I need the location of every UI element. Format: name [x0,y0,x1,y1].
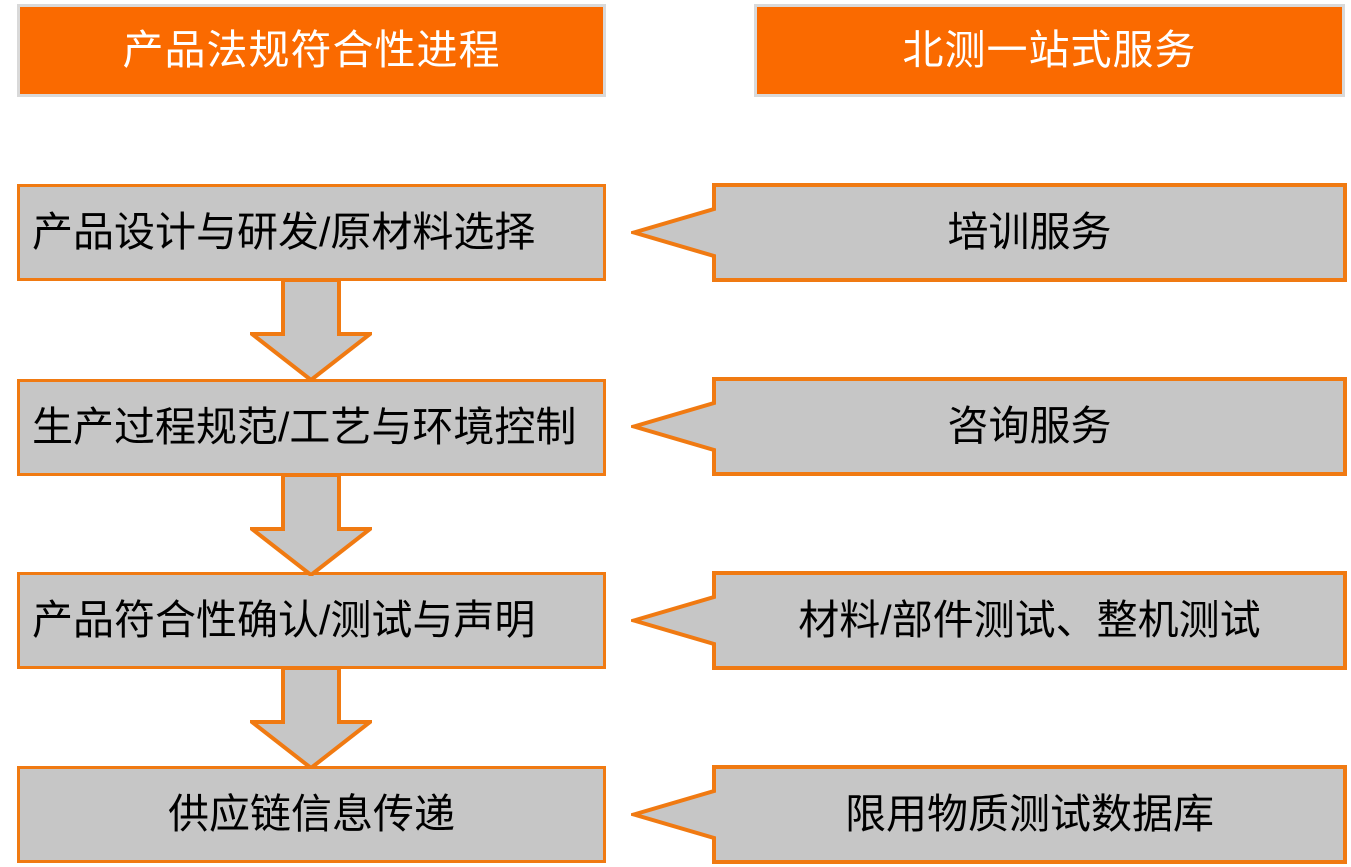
header-banner-process: 产品法规符合性进程 [17,4,606,97]
process-step-label-2: 生产过程规范/工艺与环境控制 [32,404,577,450]
arrow-left-icon-shape [631,765,1347,864]
arrow-down-icon-shape [246,666,376,771]
process-step-box-4: 供应链信息传递 [17,766,606,863]
header-banner-process-label: 产品法规符合性进程 [122,27,501,73]
arrow-down-icon [246,666,376,771]
arrow-left-icon [631,571,1347,670]
arrow-left-icon-shape [631,183,1347,282]
arrow-down-icon-shape [246,473,376,578]
arrow-left-icon [631,377,1347,476]
arrow-down-icon-shape [246,278,376,383]
process-step-box-2: 生产过程规范/工艺与环境控制 [17,379,606,476]
process-step-label-1: 产品设计与研发/原材料选择 [32,209,536,255]
header-banner-service-label: 北测一站式服务 [902,27,1197,73]
process-step-label-4: 供应链信息传递 [168,791,455,837]
arrow-left-icon-shape [631,571,1347,670]
process-step-box-1: 产品设计与研发/原材料选择 [17,184,606,281]
arrow-down-icon [246,473,376,578]
arrow-left-icon [631,765,1347,864]
process-step-box-3: 产品符合性确认/测试与声明 [17,572,606,669]
arrow-left-icon [631,183,1347,282]
arrow-down-icon [246,278,376,383]
header-banner-service: 北测一站式服务 [754,4,1345,97]
process-step-label-3: 产品符合性确认/测试与声明 [32,597,536,643]
arrow-left-icon-shape [631,377,1347,476]
